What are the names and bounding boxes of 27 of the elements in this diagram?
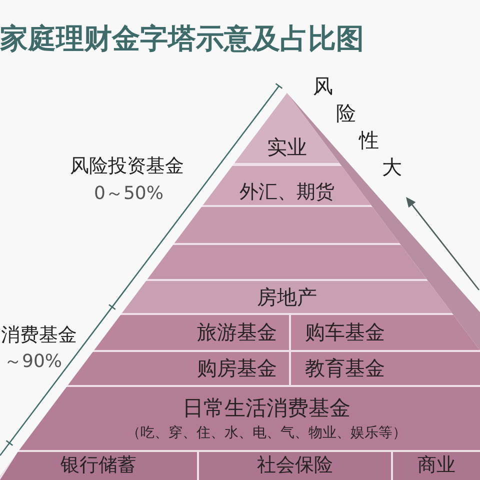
pyramid-tier <box>291 352 480 385</box>
pyramid-tier <box>94 315 289 350</box>
tier-label: 银行储蓄 <box>60 455 136 477</box>
tier-label: 房地产 <box>257 286 317 308</box>
pyramid-tier <box>122 281 452 313</box>
tier-label: 教育基金 <box>305 357 385 380</box>
risk-label: 风险性大 <box>313 76 402 177</box>
pyramid-tier <box>291 315 480 350</box>
tier-label: 商业 <box>418 455 456 477</box>
percentage-label: ～90% <box>4 352 62 372</box>
tier-label: 实业 <box>267 136 307 159</box>
percentage-label: 0～50% <box>94 184 164 204</box>
pyramid-tier <box>199 452 391 480</box>
pyramid-tier <box>0 452 197 480</box>
category-label: 消费基金 <box>1 325 77 346</box>
tier-label: 社会保险 <box>257 455 333 477</box>
tier-label: 购车基金 <box>305 321 385 344</box>
tier-label: 旅游基金 <box>197 321 277 344</box>
tier-label: 日常生活消费基金 <box>182 396 351 420</box>
category-label: 风险投资基金 <box>70 156 184 177</box>
pyramid-tier <box>19 387 480 450</box>
diagram-title: 家庭理财金字塔示意及占比图 <box>0 24 364 55</box>
pyramid-tier <box>393 452 480 480</box>
tier-note: （吃、穿、住、水、电、气、物业、娱乐等） <box>126 425 407 442</box>
tier-label: 购房基金 <box>197 357 277 380</box>
tier-label: 外汇、期货 <box>240 182 334 204</box>
pyramid-tier <box>68 352 289 385</box>
